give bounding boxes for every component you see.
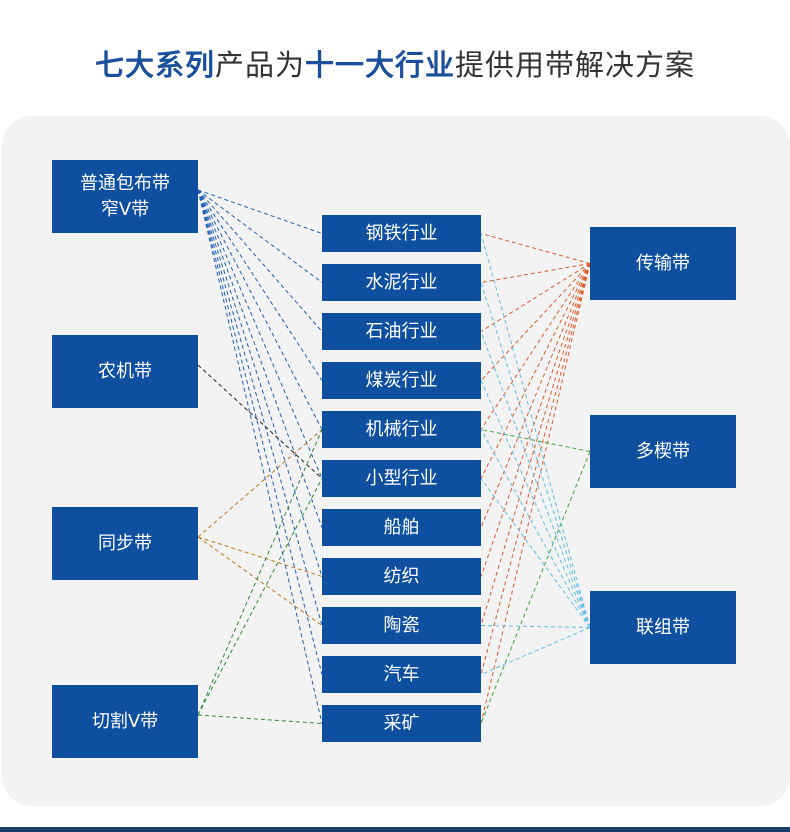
link-l3-i8 (197, 536, 323, 577)
link-r1-i8 (480, 263, 591, 577)
link-r1-i5 (480, 263, 591, 430)
industry-i9: 陶瓷 (322, 607, 481, 644)
link-l3-i5 (197, 429, 323, 538)
product-left-l1: 普通包布带 窄V带 (52, 160, 198, 233)
link-l4-i5 (197, 429, 323, 716)
link-l1-i8 (197, 189, 323, 577)
product-left-label: 同步带 (98, 532, 152, 554)
product-right-label: 多楔带 (636, 440, 690, 462)
link-r1-i1 (480, 233, 591, 264)
link-l1-i4 (197, 189, 323, 381)
page-title: 七大系列产品为十一大行业提供用带解决方案 (0, 42, 790, 84)
link-l1-i9 (197, 189, 323, 626)
industry-i8: 纺织 (322, 558, 481, 595)
link-l1-i10 (197, 189, 323, 675)
link-l1-i7 (197, 189, 323, 528)
link-r1-i7 (480, 263, 591, 528)
industry-i1: 钢铁行业 (322, 215, 481, 252)
product-right-label: 传输带 (636, 252, 690, 274)
link-r1-i9 (480, 263, 591, 626)
title-text-b: 提供用带解决方案 (455, 48, 696, 82)
link-r3-i9 (480, 625, 591, 628)
product-left-l2: 农机带 (52, 335, 198, 408)
link-l1-i6 (197, 189, 323, 479)
link-r1-i6 (480, 263, 591, 479)
footer-divider (0, 827, 790, 832)
link-r1-i11 (480, 263, 591, 724)
product-left-l3: 同步带 (52, 507, 198, 580)
link-l1-i3 (197, 189, 323, 332)
product-left-l4: 切割V带 (52, 685, 198, 758)
industry-label: 煤炭行业 (365, 369, 438, 391)
link-r3-i4 (480, 380, 591, 628)
industry-label: 小型行业 (365, 467, 438, 489)
industry-label: 采矿 (383, 712, 420, 734)
industry-i4: 煤炭行业 (322, 362, 481, 399)
industry-i6: 小型行业 (322, 460, 481, 497)
link-r1-i2 (480, 263, 591, 283)
link-r3-i6 (480, 478, 591, 628)
product-right-r1: 传输带 (590, 227, 736, 300)
link-l4-i11 (197, 714, 323, 724)
industry-label: 汽车 (383, 663, 420, 685)
industry-label: 陶瓷 (383, 614, 420, 636)
link-l1-i5 (197, 189, 323, 430)
product-right-r3: 联组带 (590, 591, 736, 664)
industry-label: 钢铁行业 (365, 222, 438, 244)
link-r3-i1 (480, 233, 591, 628)
link-r1-i4 (480, 263, 591, 381)
link-l1-i11 (197, 189, 323, 724)
link-l1-i1 (197, 189, 323, 234)
link-r2-i11 (480, 451, 591, 724)
link-l2-i6 (197, 364, 323, 479)
industry-i11: 采矿 (322, 705, 481, 742)
title-highlight-series: 七大系列 (94, 48, 215, 82)
link-l3-i9 (197, 536, 323, 626)
link-r2-i5 (480, 429, 591, 452)
link-l1-i2 (197, 189, 323, 283)
product-left-label: 普通包布带 窄V带 (80, 172, 170, 220)
product-right-label: 联组带 (636, 616, 690, 638)
industry-i2: 水泥行业 (322, 264, 481, 301)
industry-label: 机械行业 (365, 418, 438, 440)
industry-label: 船舶 (383, 516, 420, 538)
industry-label: 水泥行业 (365, 271, 438, 293)
link-r3-i10 (480, 627, 591, 675)
product-right-r2: 多楔带 (590, 415, 736, 488)
link-l4-i6 (197, 478, 323, 716)
link-r1-i3 (480, 263, 591, 332)
industry-i3: 石油行业 (322, 313, 481, 350)
industry-i7: 船舶 (322, 509, 481, 546)
link-r3-i5 (480, 429, 591, 628)
title-highlight-industries: 十一大行业 (305, 48, 456, 82)
industry-label: 石油行业 (365, 320, 438, 342)
title-text-a: 产品为 (214, 48, 305, 82)
product-left-label: 切割V带 (91, 710, 159, 732)
link-r1-i10 (480, 263, 591, 675)
link-r3-i3 (480, 331, 591, 628)
link-r3-i2 (480, 282, 591, 628)
industry-label: 纺织 (383, 565, 420, 587)
industry-i10: 汽车 (322, 656, 481, 693)
product-left-label: 农机带 (98, 360, 152, 382)
industry-i5: 机械行业 (322, 411, 481, 448)
